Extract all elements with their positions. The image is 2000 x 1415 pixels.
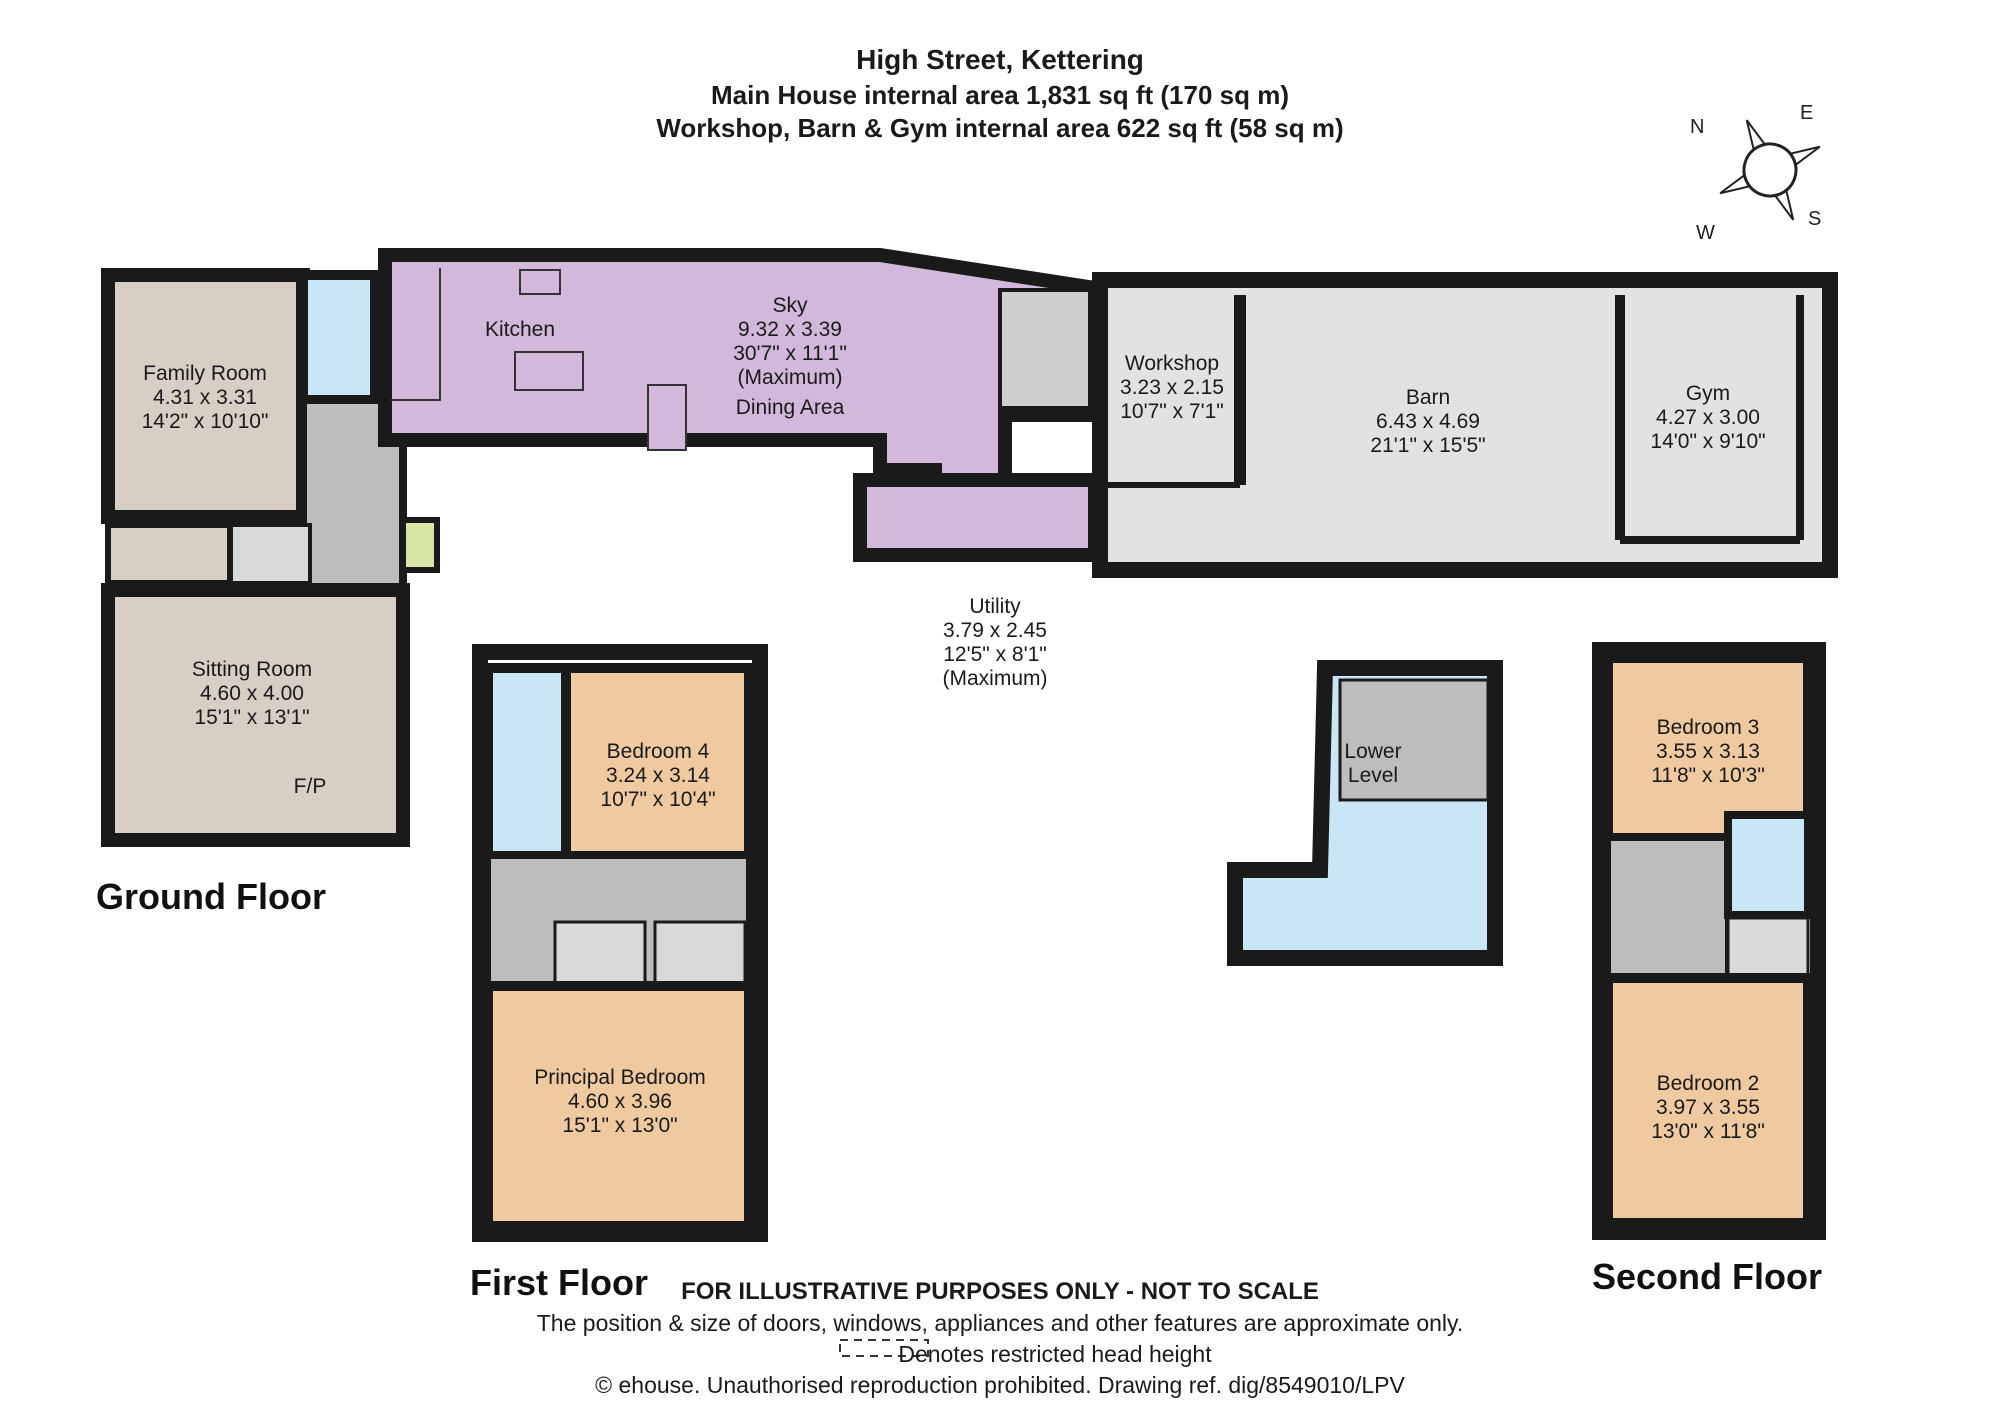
barn-label: Barn 6.43 x 4.69 21'1" x 15'5" <box>1370 386 1486 457</box>
fireplace-label: F/P <box>293 775 327 798</box>
second-landing <box>1605 835 1731 981</box>
kitchen-island <box>514 351 584 391</box>
main-house-area: Main House internal area 1,831 sq ft (17… <box>711 80 1289 110</box>
compass-rose <box>1719 119 1821 221</box>
family-room-label: Family Room 4.31 x 3.31 14'2" x 10'10" <box>141 362 269 433</box>
bedroom4-label: Bedroom 4 3.24 x 3.14 10'7" x 10'4" <box>600 740 716 811</box>
first-stairs-left <box>553 920 647 986</box>
copyright: © ehouse. Unauthorised reproduction proh… <box>595 1372 1405 1398</box>
outbuilding-area-text: Workshop, Barn & Gym internal area 622 s… <box>656 113 1344 143</box>
second-floor-label: Second Floor <box>1592 1256 1823 1297</box>
family-room-area <box>101 268 310 524</box>
first-stairs-right <box>653 920 747 986</box>
kitchen-worktop <box>390 268 441 401</box>
compass-e: E <box>1800 102 1814 124</box>
ground-store <box>105 522 233 586</box>
lower-level-stairs <box>1338 678 1490 802</box>
utility-label: Utility 3.79 x 2.45 12'5" x 8'1" (Maximu… <box>942 595 1048 690</box>
compass-w: W <box>1696 222 1715 244</box>
restricted-height-legend: Denotes restricted head height <box>898 1341 1212 1367</box>
second-stairs <box>1726 916 1810 978</box>
principal-bedroom-label: Principal Bedroom 4.60 x 3.96 15'1" x 13… <box>534 1066 706 1137</box>
bedroom2-label: Bedroom 2 3.97 x 3.55 13'0" x 11'8" <box>1651 1072 1765 1143</box>
dining-table <box>647 384 687 451</box>
ground-stairs <box>228 523 312 585</box>
first-bathroom <box>483 663 571 861</box>
sitting-room-label: Sitting Room 4.60 x 4.00 15'1" x 13'1" <box>191 658 313 729</box>
workshop-label: Workshop 3.23 x 2.15 10'7" x 7'1" <box>1120 352 1224 423</box>
sitting-room-area <box>101 583 410 847</box>
restricted-height-symbol <box>839 1339 929 1357</box>
cloakroom-area <box>298 270 380 405</box>
kitchen-hob <box>519 269 561 295</box>
disclaimer: FOR ILLUSTRATIVE PURPOSES ONLY - NOT TO … <box>681 1278 1319 1305</box>
kitchen-label: Kitchen <box>484 318 556 341</box>
sky-label: Sky 9.32 x 3.39 30'7" x 11'1" (Maximum) … <box>733 294 847 419</box>
plan-title: High Street, Kettering <box>856 44 1144 75</box>
compass-n: N <box>1690 116 1705 138</box>
second-shower <box>1724 811 1812 919</box>
first-floor-outline <box>472 644 768 1242</box>
lower-level-label: Lower Level <box>1344 740 1402 787</box>
bedroom4-area <box>561 663 754 861</box>
compass-s: S <box>1808 208 1822 230</box>
porch-area <box>400 517 440 573</box>
utility-area <box>853 473 1102 562</box>
second-floor-outline <box>1592 642 1826 1240</box>
bedroom3-label: Bedroom 3 3.55 x 3.13 11'8" x 10'3" <box>1651 716 1765 787</box>
gym-label: Gym 4.27 x 3.00 14'0" x 9'10" <box>1650 382 1766 453</box>
outbuilding-area <box>1092 272 1838 578</box>
first-floor-label: First Floor <box>470 1262 648 1303</box>
kitchen-stairs <box>998 288 1092 410</box>
ground-floor-label: Ground Floor <box>96 876 326 917</box>
approximate-note: The position & size of doors, windows, a… <box>536 1310 1464 1336</box>
